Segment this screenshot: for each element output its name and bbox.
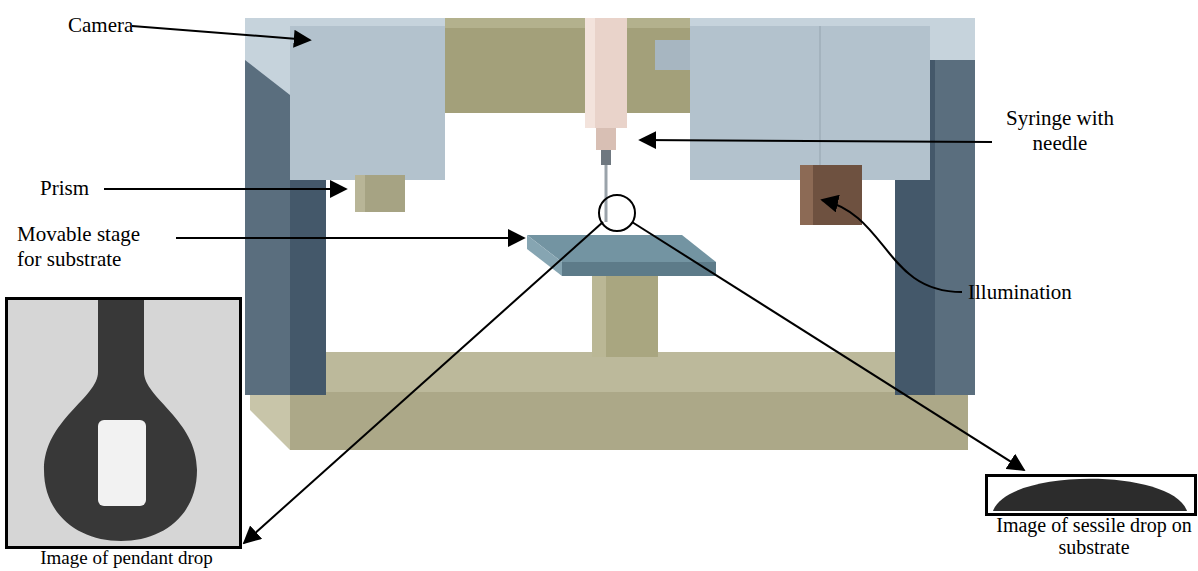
part-label: Prism [40, 176, 89, 201]
camera-side [245, 18, 290, 95]
syringe-barrel [585, 18, 627, 128]
prism-side [355, 175, 365, 212]
part-label: Movable stage for substrate [17, 222, 167, 272]
needle-hub [601, 150, 611, 165]
left-pillar-side [245, 60, 290, 395]
housing-edge [819, 18, 821, 180]
leader-arrow [822, 200, 962, 292]
part-label: Illumination [968, 280, 1072, 305]
pendant-drop [44, 300, 197, 541]
zoom-circle [599, 195, 635, 231]
inset-image-box: Image of pendant drop [5, 297, 242, 549]
pendant-photo-bg [8, 300, 239, 546]
top-beam [440, 18, 690, 113]
syringe-tip [596, 128, 616, 150]
part-label: Camera [68, 13, 133, 38]
housing-top-edge [690, 18, 930, 26]
right-pillar-side [935, 60, 975, 395]
housing-top [930, 18, 975, 60]
base-front [290, 392, 968, 450]
light-source [800, 165, 862, 225]
part-label: Syringe with needle [990, 106, 1130, 156]
light-source-side [800, 165, 813, 225]
syringe-highlight [585, 18, 595, 128]
top-beam-edge [440, 18, 690, 28]
illumination-housing [690, 18, 930, 180]
stage-front [562, 262, 716, 276]
leader-arrow [132, 26, 310, 40]
stage-post-side [592, 262, 606, 357]
stage-post [592, 262, 658, 357]
leader-arrow [104, 188, 346, 190]
needle [605, 165, 608, 222]
leader-arrow [640, 140, 992, 142]
drop-highlight [98, 420, 146, 506]
base-top [250, 352, 968, 392]
leader-arrow [244, 222, 603, 543]
camera-top [290, 18, 445, 26]
stage-side [527, 235, 562, 276]
connecting-bar [655, 40, 695, 70]
leader-arrow [632, 222, 1024, 470]
inset-image-box: Image of sessile drop on substrate [985, 474, 1197, 516]
camera-body [290, 18, 445, 180]
image-caption: Image of sessile drop on substrate [994, 514, 1194, 558]
leader-arrow [176, 237, 524, 239]
prism [355, 175, 405, 212]
image-caption: Image of pendant drop [0, 547, 257, 569]
sessile-drop [993, 479, 1187, 511]
